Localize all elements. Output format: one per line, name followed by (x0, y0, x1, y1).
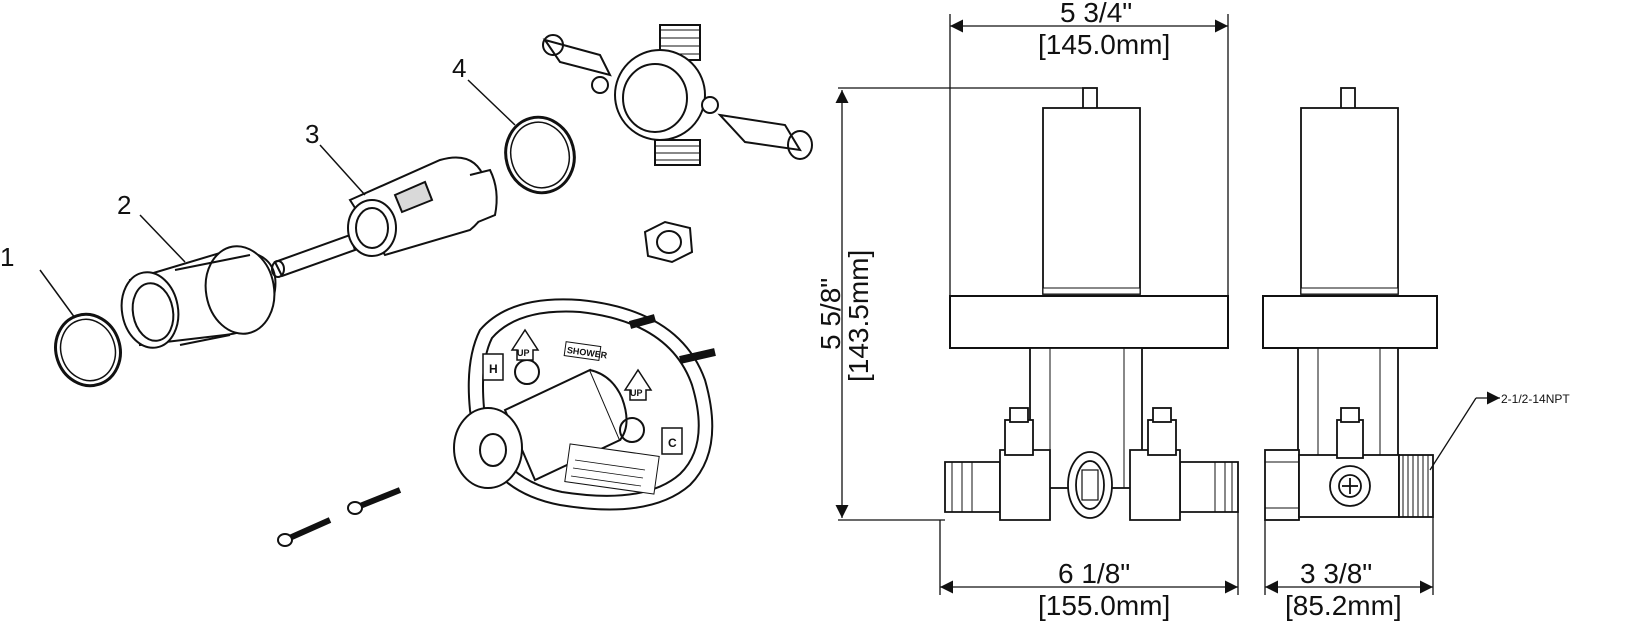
callout-1: 1 (0, 242, 14, 272)
dim-side-width-in: 3 3/8" (1300, 558, 1372, 589)
part-3-cartridge (271, 144, 498, 278)
part-1-o-ring (39, 269, 122, 388)
mounting-plate (453, 298, 716, 511)
callout-3: 3 (305, 119, 319, 149)
side-elevation (1262, 87, 1438, 521)
dim-bottom-width-in: 6 1/8" (1058, 558, 1130, 589)
exploded-view (39, 24, 813, 547)
dim-top-width-mm: [145.0mm] (1038, 29, 1170, 60)
plate-label-up-left: UP (517, 348, 530, 358)
front-dimensions (835, 14, 1239, 595)
callout-4: 4 (452, 53, 466, 83)
valve-body-exploded (542, 24, 813, 166)
dim-top-width-in: 5 3/4" (1060, 0, 1132, 28)
dim-bottom-width-mm: [155.0mm] (1038, 590, 1170, 621)
plate-label-cold: C (668, 436, 677, 450)
part-2-sleeve (120, 214, 277, 349)
plate-label-up-right: UP (630, 388, 643, 398)
thread-note: 2-1/2-14NPT (1501, 392, 1570, 406)
part-4-o-ring (467, 79, 576, 195)
callout-2: 2 (117, 190, 131, 220)
front-elevation (944, 87, 1239, 521)
hex-nut (643, 220, 694, 264)
dim-height-in: 5 5/8" (815, 278, 846, 350)
mounting-screws (277, 487, 402, 547)
dim-height-mm: [143.5mm] (843, 250, 874, 382)
dim-side-width-mm: [85.2mm] (1285, 590, 1402, 621)
plate-label-hot: H (489, 362, 498, 376)
side-dimensions (1264, 391, 1500, 595)
